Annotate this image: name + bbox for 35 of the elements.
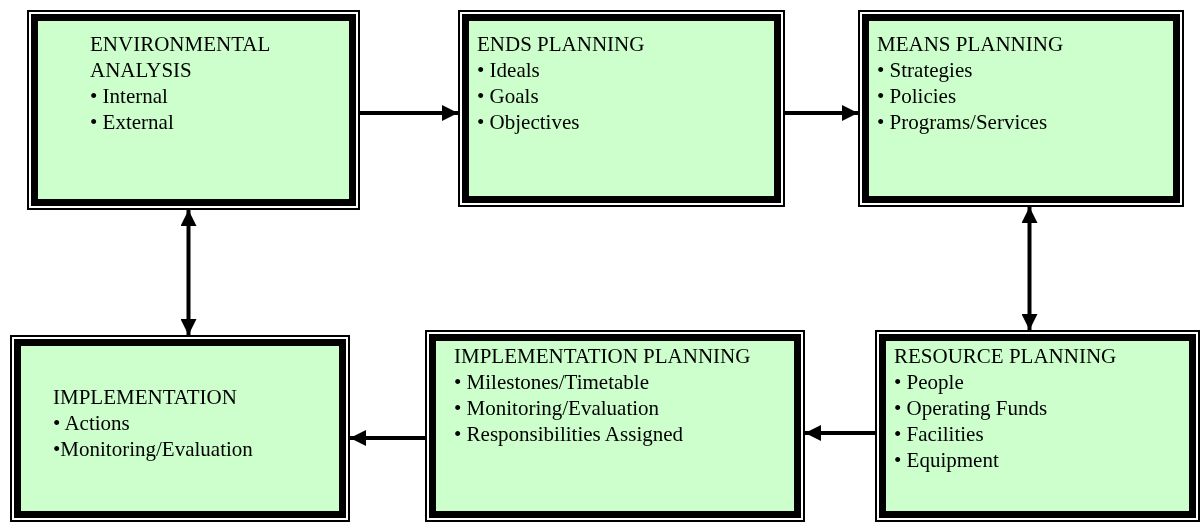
bullet-item: • Milestones/Timetable — [454, 369, 650, 395]
box-heading: IMPLEMENTATION PLANNING — [454, 343, 752, 369]
box-heading: ENVIRONMENTAL ANALYSIS — [90, 31, 271, 83]
process-box — [858, 10, 1184, 207]
arrow — [805, 425, 875, 441]
process-box — [875, 330, 1200, 522]
bullet-item: • Objectives — [477, 109, 581, 135]
arrow — [360, 105, 458, 121]
box-heading: IMPLEMENTATION — [53, 384, 238, 410]
bullet-item: • Responsibilities Assigned — [454, 421, 685, 447]
bullet-item: • Internal — [90, 83, 169, 109]
bullet-item: •Monitoring/Evaluation — [53, 436, 254, 462]
process-box — [10, 335, 350, 522]
bullet-item: • Equipment — [894, 447, 1000, 473]
arrow — [350, 430, 425, 446]
process-box — [458, 10, 785, 207]
bullet-item: • External — [90, 109, 175, 135]
box-heading: ENDS PLANNING — [477, 31, 646, 57]
bullet-item: • Operating Funds — [894, 395, 1049, 421]
box-heading: RESOURCE PLANNING — [894, 343, 1118, 369]
bullet-item: • Policies — [877, 83, 958, 109]
bullet-item: • Monitoring/Evaluation — [454, 395, 661, 421]
bullet-item: • Actions — [53, 410, 131, 436]
arrow — [180, 210, 197, 335]
bullet-item: • Ideals — [477, 57, 541, 83]
bullet-item: • Programs/Services — [877, 109, 1049, 135]
box-heading: MEANS PLANNING — [877, 31, 1065, 57]
arrow — [785, 105, 858, 121]
arrow — [1021, 207, 1038, 330]
process-box — [27, 10, 360, 210]
bullet-item: • Strategies — [877, 57, 974, 83]
bullet-item: • Goals — [477, 83, 540, 109]
process-box — [425, 330, 805, 522]
bullet-item: • Facilities — [894, 421, 985, 447]
bullet-item: • People — [894, 369, 965, 395]
